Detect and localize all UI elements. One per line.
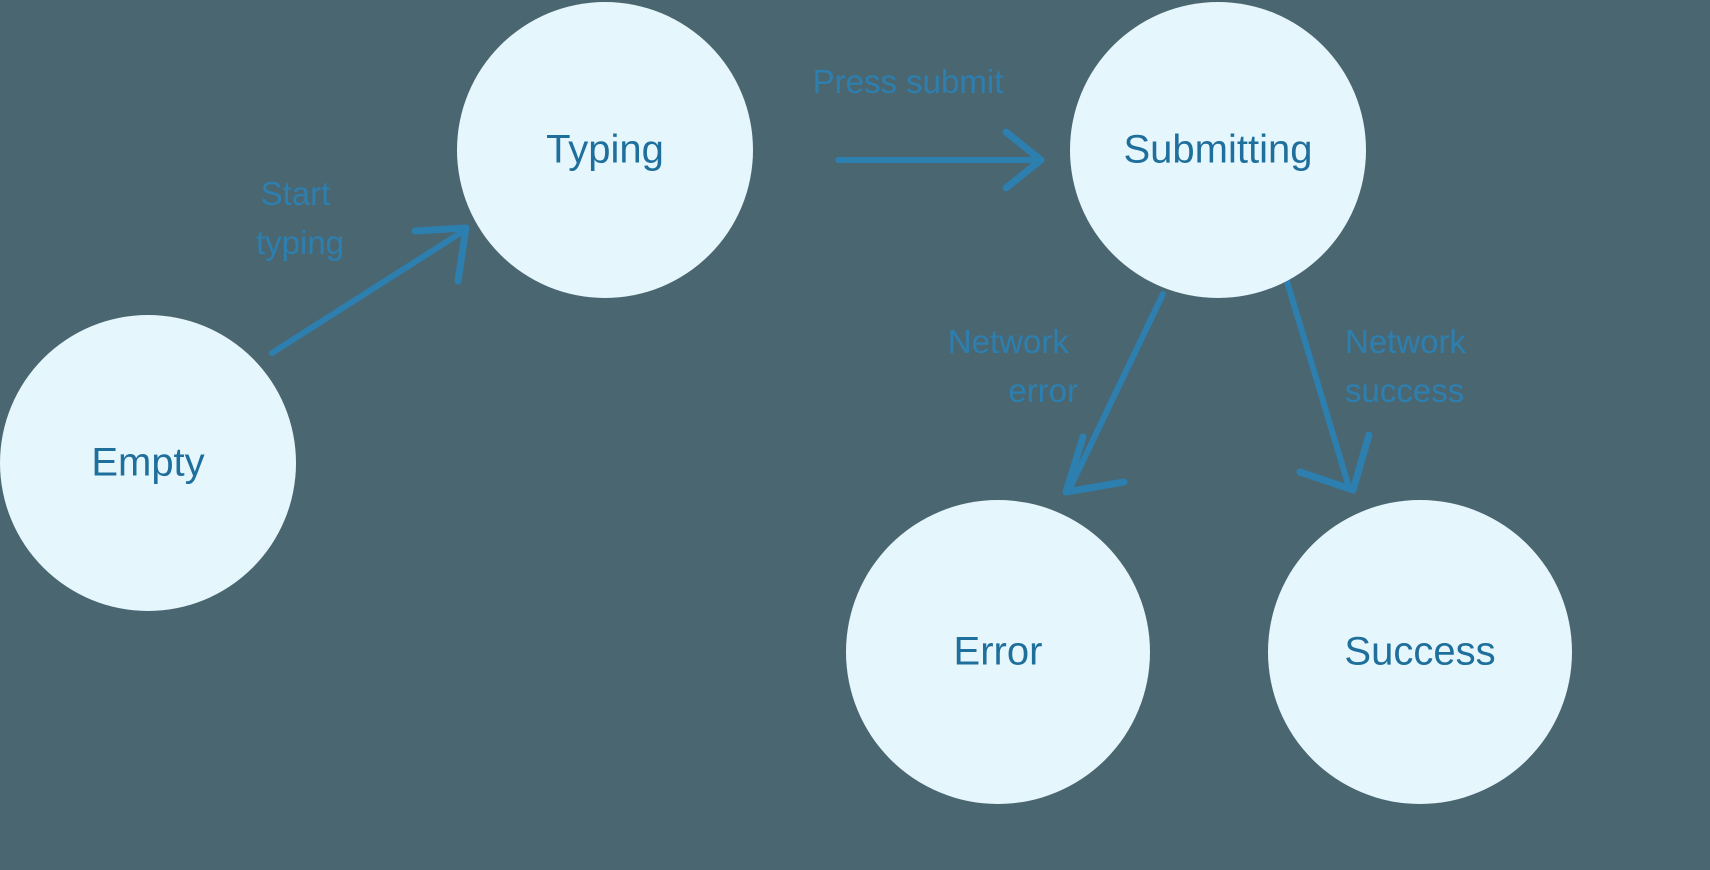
edge-network-error-arrowhead: [1062, 433, 1128, 496]
edge-start-typing-line: [269, 229, 465, 356]
edge-label-press-submit-line-1: Press submit: [813, 63, 1004, 100]
state-node-success-circle[interactable]: [1268, 500, 1572, 804]
state-node-typing-label: Typing: [546, 128, 664, 172]
state-node-error-label: Error: [954, 630, 1043, 674]
edge-label-press-submit: Press submit: [813, 63, 1004, 100]
edge-network-success-arrowhead: [1296, 431, 1373, 494]
edge-network-success-line: [1282, 272, 1351, 487]
state-node-submitting-label: Submitting: [1124, 128, 1313, 172]
state-node-success-label: Success: [1344, 630, 1495, 674]
state-node-submitting[interactable]: Submitting: [1070, 2, 1366, 298]
state-node-success[interactable]: Success: [1268, 500, 1572, 804]
state-node-empty-label: Empty: [91, 441, 204, 485]
state-node-error-circle[interactable]: [846, 500, 1150, 804]
edge-press-submit: [835, 128, 1045, 192]
state-node-empty-circle[interactable]: [0, 315, 296, 611]
edge-network-error-line: [1068, 291, 1166, 489]
edge-label-start-typing-line-1: Start: [261, 175, 331, 212]
edge-network-success: [1282, 272, 1373, 494]
state-node-submitting-circle[interactable]: [1070, 2, 1366, 298]
edge-label-network-error-line-1: Network: [948, 323, 1070, 360]
state-node-error[interactable]: Error: [846, 500, 1150, 804]
edge-label-network-error-line-2: error: [1008, 372, 1078, 409]
edge-start-typing: [269, 224, 470, 356]
edge-press-submit-arrowhead: [1002, 128, 1045, 192]
edge-label-network-success: Network success: [1345, 323, 1475, 409]
edge-label-start-typing: Start typing: [256, 175, 344, 261]
state-node-empty[interactable]: Empty: [0, 315, 296, 611]
edge-label-network-success-line-2: success: [1345, 372, 1464, 409]
state-node-typing[interactable]: Typing: [457, 2, 753, 298]
edge-start-typing-arrowhead: [411, 224, 470, 285]
edge-label-start-typing-line-2: typing: [256, 224, 344, 261]
edge-label-network-success-line-1: Network: [1345, 323, 1467, 360]
edge-network-error: [1062, 291, 1166, 496]
state-node-typing-circle[interactable]: [457, 2, 753, 298]
edge-label-network-error: Network error: [948, 323, 1078, 409]
